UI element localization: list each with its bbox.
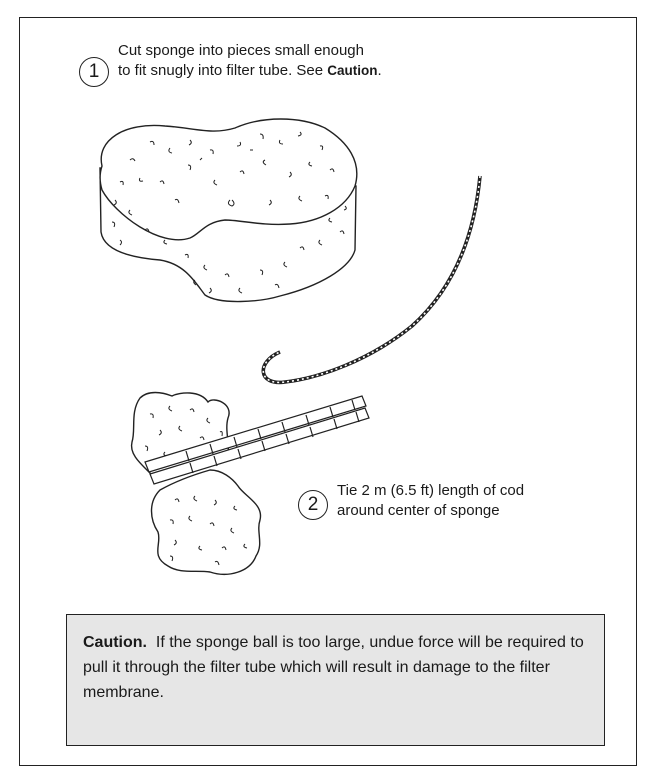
caution-label: Caution. (83, 634, 147, 651)
step-1-line-2: to fit snugly into filter tube. See Caut… (118, 61, 382, 81)
caution-reference: Caution (327, 63, 377, 78)
step-1-line-2-prefix: to fit snugly into filter tube. See (118, 62, 327, 79)
step-1-line-2-suffix: . (378, 62, 382, 79)
step-1-text: Cut sponge into pieces small enough to f… (118, 41, 382, 81)
caution-text: If the sponge ball is too large, undue f… (83, 634, 584, 701)
sponge-piece-bottom (152, 470, 261, 574)
step-2-line-1: Tie 2 m (6.5 ft) length of cod (337, 481, 524, 501)
tied-sponge (132, 393, 261, 575)
step-2-text: Tie 2 m (6.5 ft) length of cod around ce… (337, 481, 524, 521)
step-2-line-2: around center of sponge (337, 501, 524, 521)
caution-box: Caution. If the sponge ball is too large… (66, 614, 605, 746)
step-1-number: 1 (79, 57, 109, 87)
step-1: 1 Cut sponge into pieces small enough to… (79, 41, 382, 87)
step-2-number: 2 (298, 490, 328, 520)
step-1-line-1: Cut sponge into pieces small enough (118, 41, 382, 61)
step-2: 2 Tie 2 m (6.5 ft) length of cod around … (298, 481, 524, 521)
